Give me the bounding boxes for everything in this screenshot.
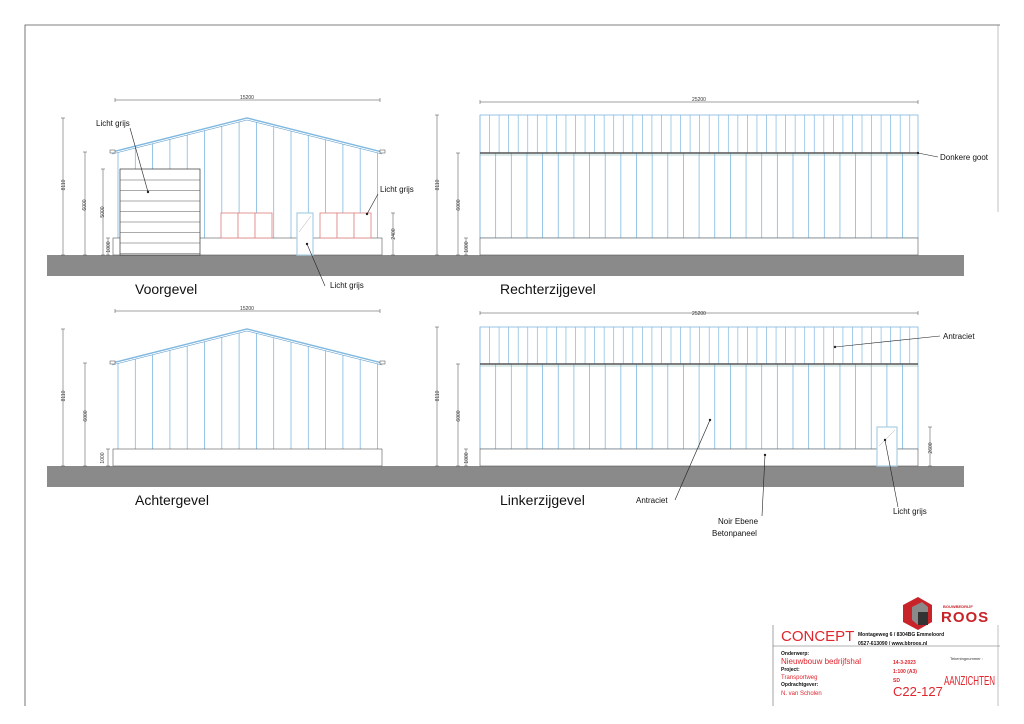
label-plinth-color: Noir Ebene (718, 517, 759, 526)
left-elevation: 25200 8110 6000 1000 2600 Antraciet Antr… (435, 311, 975, 538)
label-door-color: Licht grijs (96, 119, 130, 128)
front-elevation: 15200 8110 6000 5000 1000 2400 Licht gri… (61, 95, 414, 297)
plinth (112, 448, 383, 467)
label-plinth-type: Betonpaneel (712, 529, 757, 538)
view-title-front: Voorgevel (135, 281, 197, 297)
dim-height-plinth: 1000 (100, 452, 106, 463)
drawing-geometry (61, 98, 941, 517)
leader-arrow (916, 151, 920, 155)
dim-height-eave: 6000 (83, 410, 89, 421)
dim-height-eave: 6000 (456, 410, 462, 421)
dim-width: 25200 (692, 311, 706, 317)
plinth (479, 237, 919, 256)
label-window-color: Licht grijs (380, 185, 414, 194)
scale-value: 1:100 (A3) (893, 669, 917, 675)
project-number: C22-127 (893, 684, 943, 699)
dim-height-entry: 2400 (391, 228, 397, 239)
date-value: 14-3-2023 (893, 660, 916, 666)
sheet-border (24, 24, 1000, 706)
leader-arrow (708, 418, 712, 422)
leader-line (834, 335, 941, 348)
roof-edge (111, 117, 383, 153)
leader-arrow (365, 212, 369, 216)
plinth (479, 448, 919, 467)
project-label: Project: (781, 667, 800, 673)
door-swing (878, 429, 896, 447)
dim-height-total: 8110 (61, 390, 67, 401)
leader-arrow (305, 242, 309, 246)
drawing-title: AANZICHTEN (944, 674, 995, 688)
ground-strip-top (47, 255, 964, 276)
dim-height-total: 8110 (61, 179, 67, 190)
back-elevation: 15200 8110 6000 1000 Achtergevel (61, 306, 254, 508)
drawing-number-label: Tekeningnummer : (950, 656, 983, 661)
dim-width: 25200 (692, 97, 706, 103)
window (353, 212, 372, 239)
ground-strip-bottom (47, 466, 964, 487)
window (220, 212, 239, 239)
leader-line (306, 243, 326, 287)
view-title-left: Linkerzijgevel (500, 492, 585, 508)
leader-line (366, 193, 379, 215)
logo-mark (918, 612, 928, 625)
leader-arrow (833, 345, 837, 349)
subject-value: Nieuwbouw bedrijfshal (781, 657, 861, 666)
window (254, 212, 273, 239)
window (336, 212, 355, 239)
leader-line (884, 439, 899, 508)
dim-width: 15200 (240, 306, 254, 312)
dim-width: 15200 (240, 95, 254, 101)
leader-arrow (763, 453, 767, 457)
label-entry-color: Licht grijs (330, 281, 364, 290)
door-swing (298, 215, 312, 233)
leader-line (761, 454, 766, 517)
leader-line (917, 152, 939, 158)
company-contact: 0527-613090 / www.bbroos.nl (858, 641, 928, 647)
roof-edge (111, 119, 383, 155)
company-logo: BOUWBEDRIJF ROOS (903, 597, 989, 630)
dim-height-plinth: 1000 (106, 241, 112, 252)
client-label: Opdrachtgever: (781, 682, 819, 688)
right-elevation: 25200 8110 6000 1000 Donkere goot Rechte… (435, 97, 989, 297)
window (237, 212, 256, 239)
gutter-end (109, 149, 116, 154)
entry-door (296, 212, 314, 256)
client-value: N. van Scholen (781, 691, 822, 697)
roof-edge (111, 330, 383, 366)
leader-arrow (146, 190, 150, 194)
logo-text: BOUWBEDRIJF (943, 604, 973, 609)
gutter-end (379, 149, 386, 154)
dim-height-total: 8110 (435, 179, 441, 190)
label-gutter: Donkere goot (940, 153, 989, 162)
dim-height-plinth: 1000 (464, 452, 470, 463)
subject-label: Onderwerp: (781, 651, 809, 657)
drawn-by-value: SD (893, 678, 900, 684)
view-title-back: Achtergevel (135, 492, 209, 508)
concept-status: CONCEPT (781, 628, 854, 645)
view-title-right: Rechterzijgevel (500, 281, 596, 297)
gutter-end (379, 360, 386, 365)
window (319, 212, 338, 239)
entry-door (876, 426, 898, 467)
dim-height-door: 2600 (928, 442, 934, 453)
dim-height-plinth: 1000 (464, 241, 470, 252)
label-wall-color: Antraciet (636, 496, 668, 505)
overhead-door (119, 168, 201, 256)
project-value: Transportweg (781, 675, 817, 681)
title-block: BOUWBEDRIJF ROOS CONCEPT Montageweg 6 / … (772, 597, 1000, 706)
dim-height-door: 5000 (100, 206, 106, 217)
label-door-color: Licht grijs (893, 507, 927, 516)
dim-height-eave: 6000 (82, 199, 88, 210)
logo-text: ROOS (941, 609, 989, 626)
label-roof-color: Antraciet (943, 332, 975, 341)
leader-arrow (883, 438, 887, 442)
dim-height-total: 8110 (435, 390, 441, 401)
gutter-end (109, 360, 116, 365)
dim-height-eave: 6000 (456, 199, 462, 210)
roof-edge (111, 328, 383, 364)
leader-line (674, 419, 711, 501)
leader-line (129, 127, 149, 193)
company-address: Montageweg 6 / 8304BG Emmeloord (858, 632, 944, 638)
